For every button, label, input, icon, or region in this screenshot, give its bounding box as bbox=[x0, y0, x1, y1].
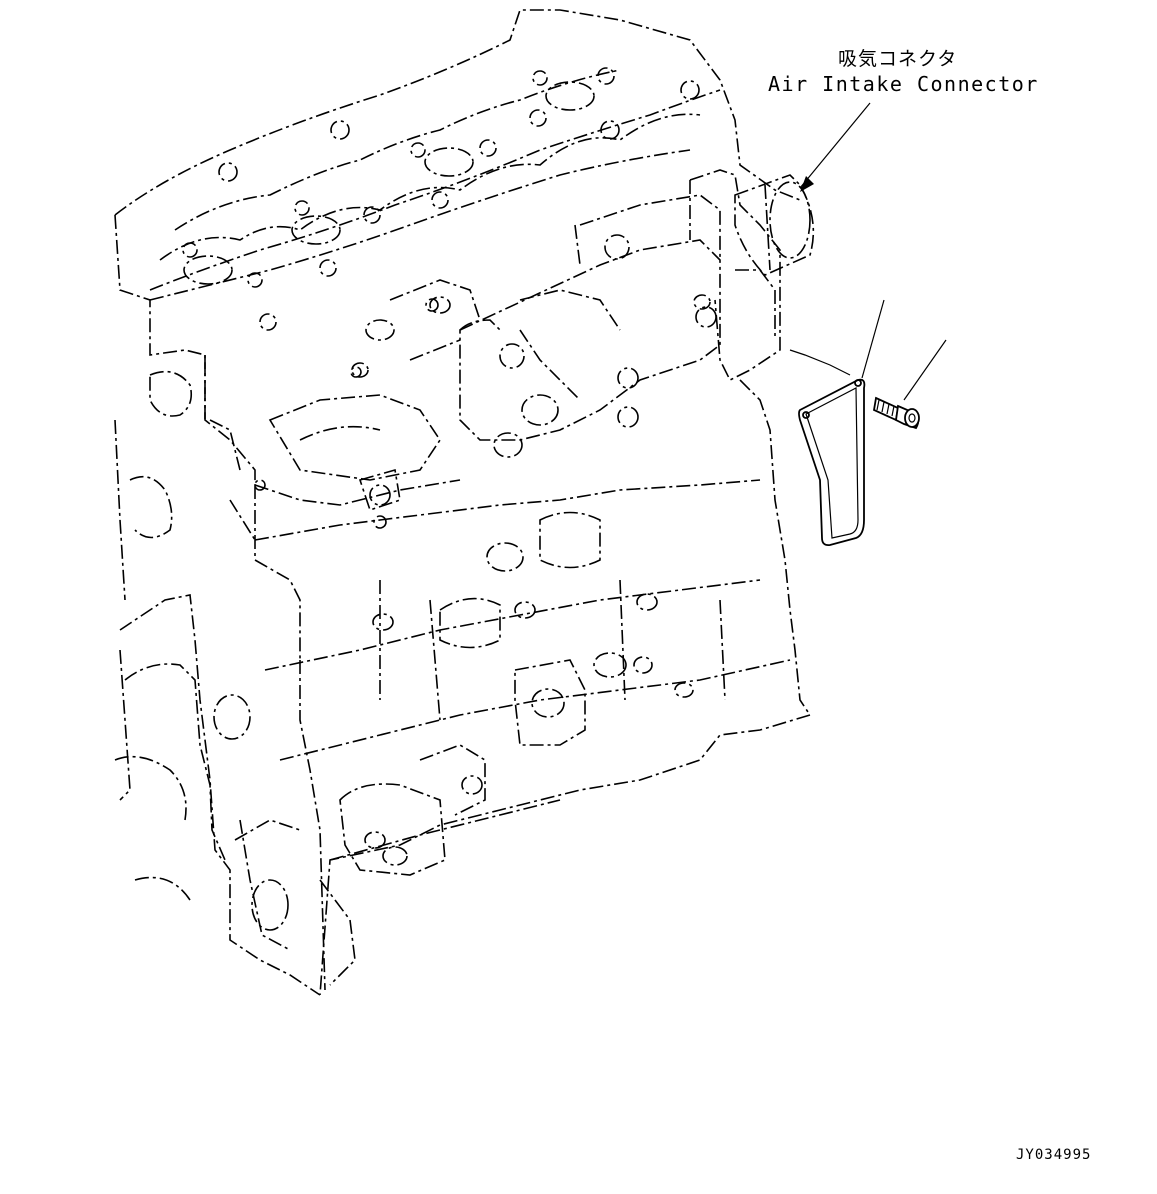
air-intake-connector-label-en: Air Intake Connector bbox=[768, 72, 1039, 96]
gasket-part[interactable] bbox=[798, 378, 866, 547]
intake-manifold bbox=[254, 169, 815, 529]
engine-block-outline bbox=[114, 9, 811, 996]
air-intake-connector-label-jp: 吸気コネクタ bbox=[838, 48, 958, 70]
bolt-part[interactable] bbox=[872, 396, 920, 430]
drawing-number: JY034995 bbox=[1016, 1147, 1092, 1163]
leader-lines bbox=[789, 102, 947, 401]
